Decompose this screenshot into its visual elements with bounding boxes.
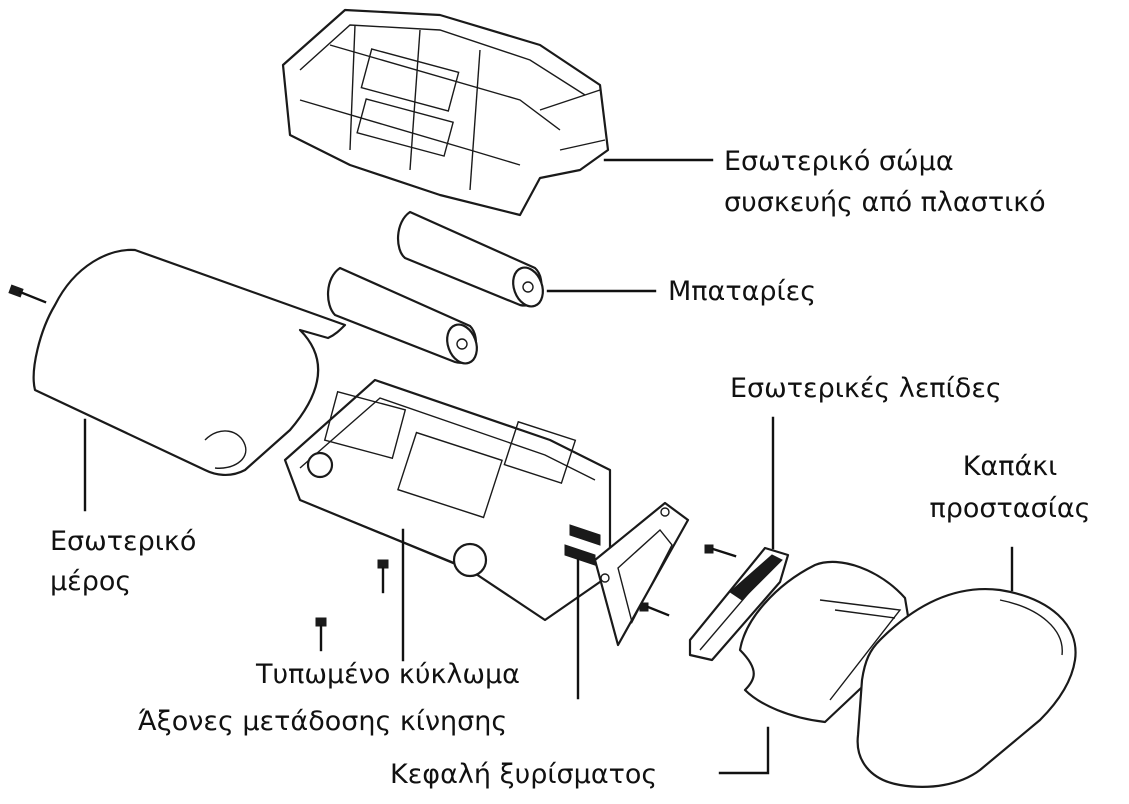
label-pcb: Τυπωμένο κύκλωμα <box>255 659 520 690</box>
screw-bottom-2 <box>315 617 327 652</box>
label-inner-body-line2: συσκευής από πλαστικό <box>724 187 1046 218</box>
label-inner-part-line1: Εσωτερικό <box>50 526 196 557</box>
seal-plate <box>593 501 690 647</box>
inner-plastic-body <box>281 8 610 217</box>
inner-blades <box>688 546 790 662</box>
shaving-head <box>738 560 914 724</box>
label-cap-line2: προστασίας <box>930 493 1091 524</box>
screw-left <box>8 284 47 304</box>
screw-mid-2 <box>639 602 670 617</box>
device-housing <box>283 378 612 622</box>
label-batteries: Μπαταρίες <box>668 276 816 307</box>
label-inner-part-line2: μέρος <box>50 566 131 597</box>
leader-shaving-head <box>718 726 770 775</box>
screw-bottom-1 <box>377 559 389 594</box>
battery-lower <box>327 266 478 365</box>
label-inner-body-line1: Εσωτερικό σώμα <box>724 146 954 177</box>
inner-part-shell <box>32 248 347 476</box>
protective-cap <box>856 588 1077 788</box>
battery-upper <box>397 210 544 308</box>
label-shaving-head: Κεφαλή ξυρίσματος <box>390 759 657 790</box>
label-cap-line1: Καπάκι <box>963 451 1058 482</box>
label-inner-blades: Εσωτερικές λεπίδες <box>730 373 1002 404</box>
screw-mid-1 <box>704 544 737 558</box>
label-drive-shafts: Άξονες μετάδοσης κίνησης <box>138 706 507 737</box>
